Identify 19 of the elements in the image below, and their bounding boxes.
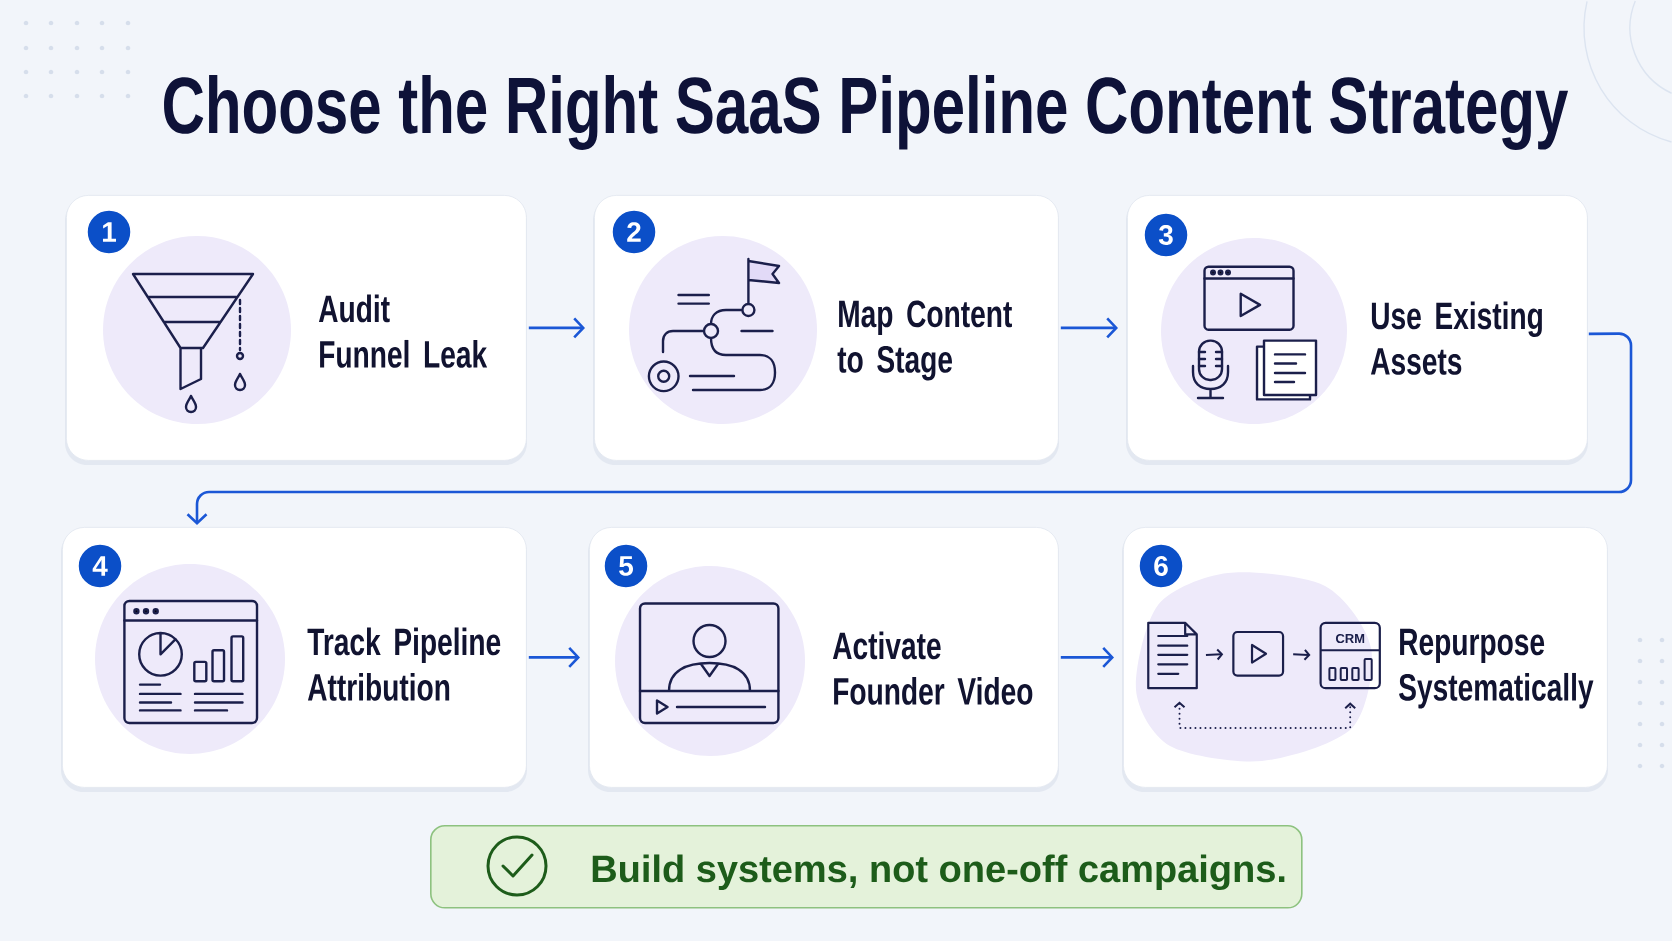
dotted-arrow: [1173, 701, 1357, 729]
play-box: [1232, 630, 1285, 677]
connector-arrow: [528, 647, 580, 668]
document-icon: [1147, 621, 1198, 690]
number-badge: 3: [1143, 212, 1189, 258]
connector-arrow: [1060, 647, 1114, 668]
number-badge: 1: [86, 209, 132, 255]
number-badge: 5: [603, 543, 649, 589]
title: Choose the Right SaaS Pipeline Content Strategy: [164, 75, 1569, 150]
number-badge: 2: [611, 209, 657, 255]
crm-panel: CRM: [1319, 621, 1381, 690]
connector-arrow: [528, 317, 585, 339]
connector-arrow: [1060, 317, 1118, 339]
number-badge: 4: [77, 543, 123, 589]
arrow: [1204, 648, 1224, 661]
number-badge: 6: [1138, 543, 1184, 589]
connector-arrow: [186, 332, 1633, 525]
arrow: [1292, 648, 1311, 661]
tip-banner: Build systems, not one-off campaigns.: [430, 825, 1303, 909]
